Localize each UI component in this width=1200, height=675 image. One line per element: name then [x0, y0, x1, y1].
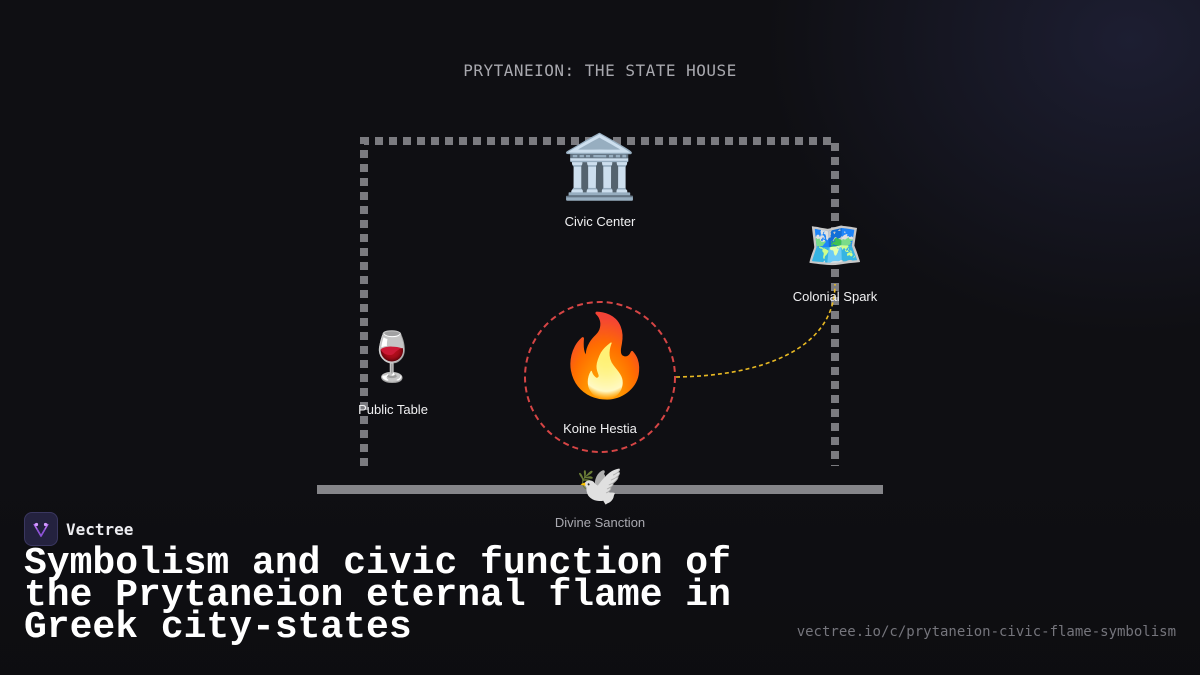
dove-icon: 🕊️: [576, 463, 624, 507]
hearth-ring: [524, 301, 676, 453]
node-label-public-table: Public Table: [358, 402, 428, 417]
node-label-civic-center: Civic Center: [564, 214, 636, 229]
node-label-colonial-spark: Colonial Spark: [792, 289, 878, 304]
vectree-logo-icon: [24, 512, 58, 546]
building-frame: [360, 137, 839, 466]
world-map-icon: 🗺️: [806, 218, 864, 272]
ground-line: [317, 485, 883, 494]
brand: Vectree: [24, 512, 133, 546]
fire-icon: 🔥: [555, 309, 655, 402]
node-label-divine-sanction: Divine Sanction: [554, 515, 646, 530]
classical-building-icon: 🏛️: [561, 130, 639, 203]
connector-hestia-to-colonial: [675, 283, 836, 378]
page-title: Symbolism and civic function of the Pryt…: [24, 542, 731, 649]
diagram-title: PRYTANEION: THE STATE HOUSE: [463, 61, 737, 80]
brand-name: Vectree: [66, 519, 134, 539]
node-label-koine-hestia: Koine Hestia: [563, 421, 637, 436]
wine-glass-icon: 🍷: [362, 329, 422, 385]
page-url[interactable]: vectree.io/c/prytaneion-civic-flame-symb…: [796, 624, 1176, 640]
